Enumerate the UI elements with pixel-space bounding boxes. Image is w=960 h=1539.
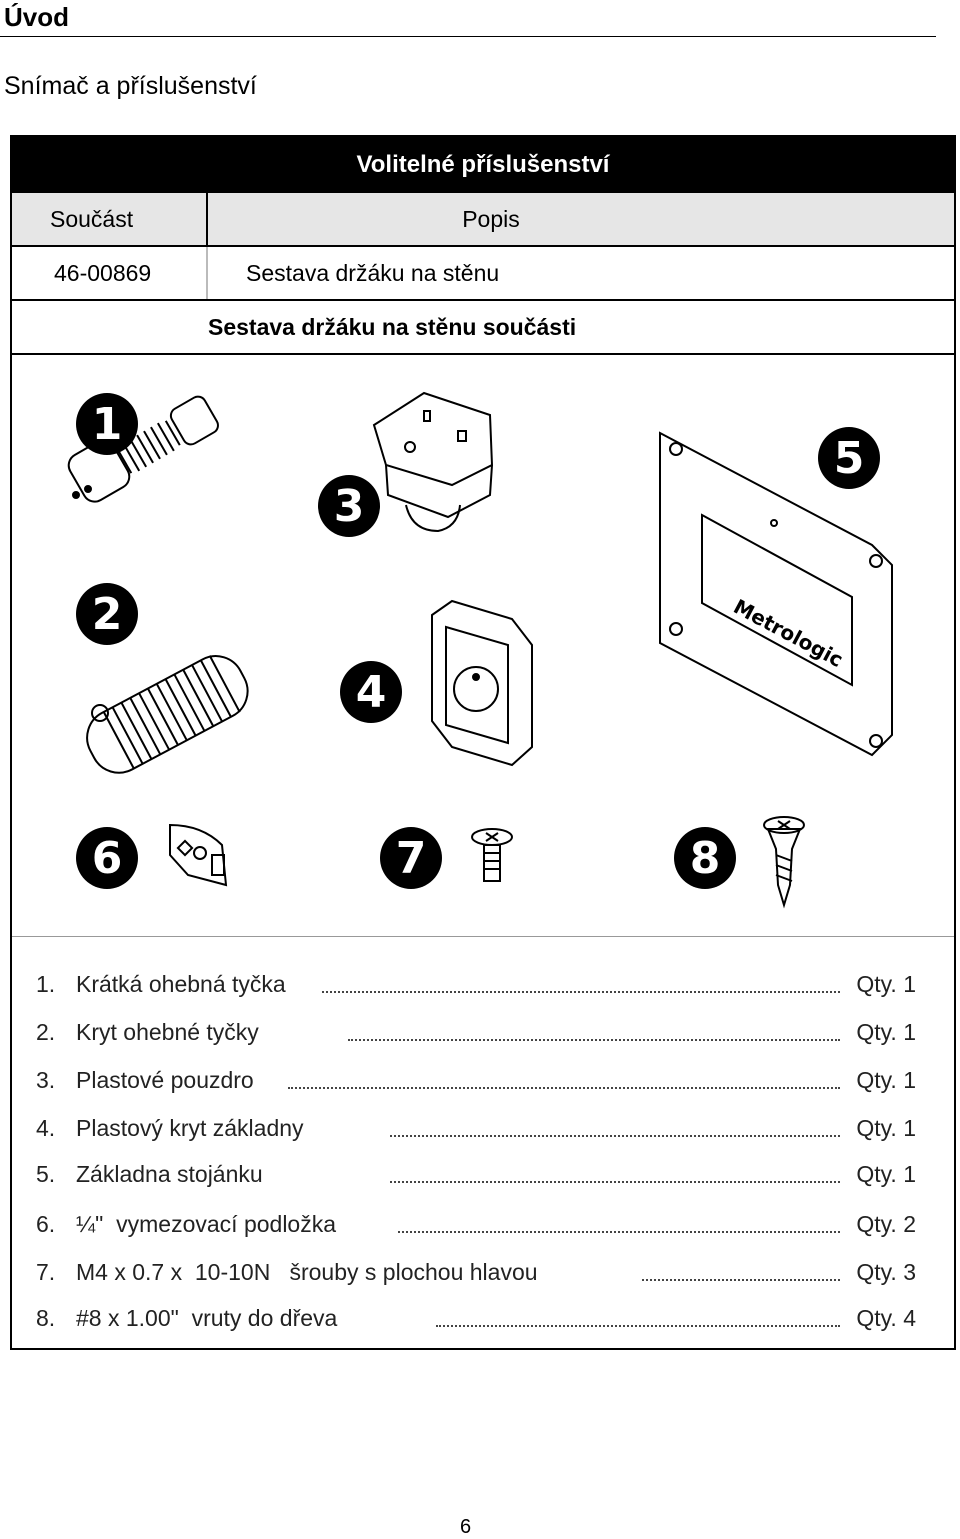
- cell-part-number: 46-00869: [12, 247, 208, 299]
- badge-7: 7: [380, 827, 442, 889]
- parts-drawing: Metrologic: [67, 391, 893, 909]
- leader-dots: [398, 1231, 840, 1233]
- leader-dots: [322, 991, 840, 993]
- item-qty: Qty. 1: [856, 1161, 916, 1187]
- badge-6: 6: [76, 827, 138, 889]
- item-qty: Qty. 4: [856, 1305, 916, 1331]
- badge-3: 3: [318, 475, 380, 537]
- badge-4: 4: [340, 661, 402, 723]
- item-name: Krátká ohebná tyčka: [76, 971, 286, 997]
- spacer-washer-icon: [169, 823, 228, 887]
- leader-dots: [390, 1181, 840, 1183]
- base-cover-icon: [431, 599, 533, 767]
- badge-8: 8: [674, 827, 736, 889]
- header-part: Součást: [12, 193, 208, 245]
- flat-head-screw-icon: [471, 828, 513, 882]
- item-number: 2.: [36, 1019, 56, 1045]
- header-description: Popis: [462, 205, 520, 232]
- item-name: Kryt ohebné tyčky: [76, 1019, 259, 1045]
- item-qty: Qty. 1: [856, 1019, 916, 1045]
- table-subtitle: Sestava držáku na stěnu součásti: [12, 301, 954, 355]
- list-item: 6. ¼" vymezovací podložka Qty. 2: [36, 1211, 916, 1241]
- section-subheading: Snímač a příslušenství: [4, 72, 257, 100]
- leader-dots: [436, 1325, 840, 1327]
- item-number: 8.: [36, 1305, 56, 1331]
- item-number: 5.: [36, 1161, 56, 1187]
- item-name: Plastové pouzdro: [76, 1067, 254, 1093]
- list-item: 3. Plastové pouzdro Qty. 1: [36, 1067, 916, 1097]
- list-item: 5. Základna stojánku Qty. 1: [36, 1161, 916, 1191]
- list-item: 2. Kryt ohebné tyčky Qty. 1: [36, 1019, 916, 1049]
- item-number: 6.: [36, 1211, 56, 1237]
- item-name: #8 x 1.00" vruty do dřeva: [76, 1305, 338, 1331]
- plastic-housing-icon: [372, 391, 494, 533]
- list-item: 8. #8 x 1.00" vruty do dřeva Qty. 4: [36, 1305, 916, 1335]
- accessory-table: Volitelné příslušenství Součást Popis 46…: [10, 135, 956, 1350]
- table-title: Volitelné příslušenství: [12, 137, 954, 193]
- item-name: Základna stojánku: [76, 1161, 263, 1187]
- item-number: 3.: [36, 1067, 56, 1093]
- flex-rod-icon: [67, 395, 219, 503]
- item-name: M4 x 0.7 x 10-10N šrouby s plochou hlavo…: [76, 1259, 538, 1285]
- rod-cover-icon: [86, 655, 249, 774]
- item-qty: Qty. 3: [856, 1259, 916, 1285]
- item-qty: Qty. 1: [856, 1115, 916, 1141]
- item-name: ¼" vymezovací podložka: [76, 1211, 337, 1237]
- section-heading: Úvod: [4, 2, 69, 32]
- leader-dots: [348, 1039, 840, 1041]
- item-number: 4.: [36, 1115, 56, 1141]
- heading-rule: [0, 36, 936, 37]
- leader-dots: [288, 1087, 840, 1089]
- plate-logo: Metrologic: [730, 594, 847, 672]
- item-number: 7.: [36, 1259, 56, 1285]
- parts-illustration: Metrologic: [12, 355, 954, 937]
- table-row: 46-00869 Sestava držáku na stěnu: [12, 247, 954, 301]
- list-item: 7. M4 x 0.7 x 10-10N šrouby s plochou hl…: [36, 1259, 916, 1289]
- badge-5: 5: [818, 427, 880, 489]
- leader-dots: [642, 1279, 840, 1281]
- item-qty: Qty. 1: [856, 971, 916, 997]
- table-header-row: Součást Popis: [12, 193, 954, 247]
- list-item: 4. Plastový kryt základny Qty. 1: [36, 1115, 916, 1145]
- cell-description: Sestava držáku na stěnu: [246, 259, 500, 286]
- item-number: 1.: [36, 971, 56, 997]
- list-item: 1. Krátká ohebná tyčka Qty. 1: [36, 971, 916, 1001]
- page-number: 6: [460, 1516, 472, 1538]
- wood-screw-icon: [763, 816, 805, 909]
- leader-dots: [390, 1135, 840, 1137]
- item-name: Plastový kryt základny: [76, 1115, 304, 1141]
- badge-2: 2: [76, 583, 138, 645]
- badge-1: 1: [76, 393, 138, 455]
- item-qty: Qty. 2: [856, 1211, 916, 1237]
- item-qty: Qty. 1: [856, 1067, 916, 1093]
